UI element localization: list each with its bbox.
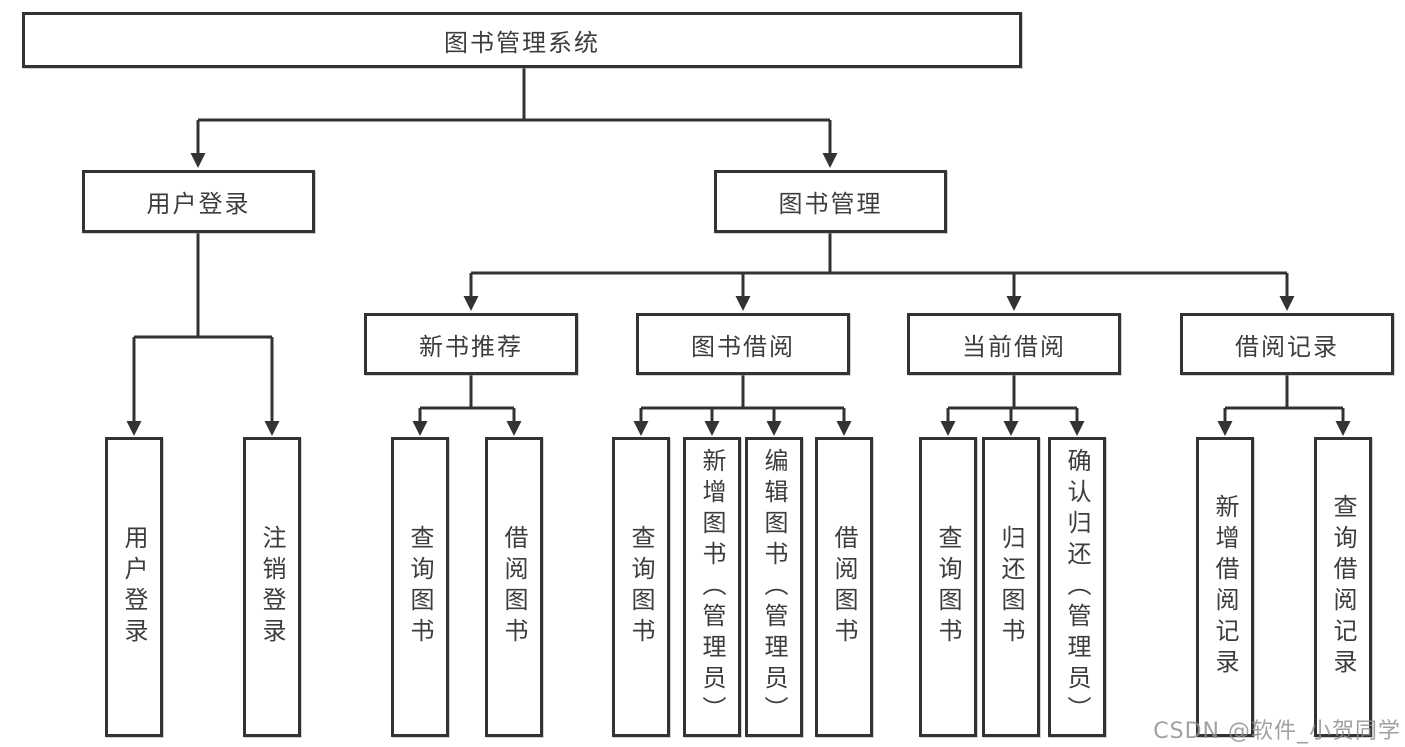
node-book-management: 图书管理	[714, 170, 947, 233]
node-label: 新增借阅记录	[1211, 494, 1239, 680]
leaf-logout: 注销登录	[243, 437, 301, 737]
node-label: 新书推荐	[419, 332, 523, 361]
node-book-borrow: 图书借阅	[636, 313, 850, 375]
node-label: 图书借阅	[691, 332, 795, 361]
leaf-return-book: 归还图书	[982, 437, 1040, 737]
leaf-confirm-return-admin: 确认归还（管理员）	[1048, 437, 1106, 737]
node-label: 新增图书（管理员）	[698, 447, 726, 727]
node-label: 编辑图书（管理员）	[760, 447, 788, 727]
leaf-add-borrow-record: 新增借阅记录	[1196, 437, 1254, 737]
node-label: 图书管理系统	[444, 28, 600, 57]
node-current-borrow: 当前借阅	[907, 313, 1121, 375]
node-label: 查询图书	[627, 525, 655, 649]
leaf-query-book-recommend: 查询图书	[391, 437, 449, 737]
node-label: 借阅图书	[500, 525, 528, 649]
leaf-query-borrow-record: 查询借阅记录	[1314, 437, 1372, 737]
leaf-query-book-current: 查询图书	[919, 437, 977, 737]
node-label: 用户登录	[120, 525, 148, 649]
leaf-user-login: 用户登录	[105, 437, 163, 737]
node-label: 用户登录	[146, 190, 251, 218]
node-user-login: 用户登录	[82, 170, 315, 233]
node-label: 查询图书	[934, 525, 962, 649]
leaf-edit-book-admin: 编辑图书（管理员）	[745, 437, 803, 737]
node-new-book-recommend: 新书推荐	[364, 313, 578, 375]
watermark-text: CSDN @软件_小贺同学	[1153, 719, 1401, 744]
node-label: 确认归还（管理员）	[1063, 447, 1091, 727]
node-label: 借阅记录	[1235, 332, 1339, 361]
node-library-management-system: 图书管理系统	[22, 12, 1022, 68]
node-label: 借阅图书	[830, 525, 858, 649]
node-label: 查询图书	[406, 525, 434, 649]
leaf-add-book-admin: 新增图书（管理员）	[683, 437, 741, 737]
leaf-borrow-book-recommend: 借阅图书	[485, 437, 543, 737]
node-borrow-record: 借阅记录	[1180, 313, 1394, 375]
node-label: 图书管理	[778, 190, 883, 218]
node-label: 查询借阅记录	[1329, 494, 1357, 680]
node-label: 归还图书	[997, 525, 1025, 649]
node-label: 当前借阅	[962, 332, 1066, 361]
leaf-query-book-borrow: 查询图书	[612, 437, 670, 737]
node-label: 注销登录	[258, 525, 286, 649]
leaf-borrow-book: 借阅图书	[815, 437, 873, 737]
